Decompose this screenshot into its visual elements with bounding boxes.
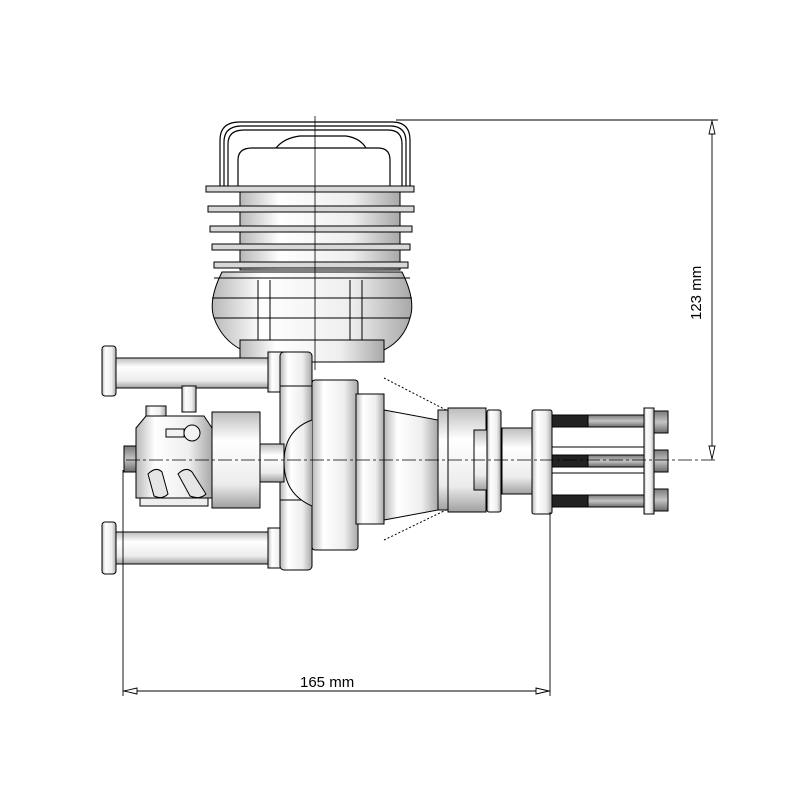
arrow-right-icon [535, 687, 550, 695]
lower-exhaust-pipe [101, 521, 285, 575]
prop-bolts [551, 407, 669, 515]
cylinder-body [211, 271, 413, 363]
cylinder-head-cover [219, 121, 411, 188]
height-dimension [396, 119, 718, 460]
length-dimension [122, 470, 551, 696]
prop-hub [473, 409, 553, 515]
arrow-up-icon [708, 120, 716, 135]
arrow-down-icon [708, 445, 716, 460]
height-dimension-label: 123 mm [688, 265, 705, 320]
length-dimension-label: 165 mm [300, 674, 355, 691]
crankcase [283, 377, 487, 551]
upper-exhaust-pipe [101, 345, 285, 397]
cooling-fins [205, 185, 415, 271]
arrow-left-icon [123, 687, 138, 695]
carburetor [123, 385, 285, 509]
center-lines [126, 116, 718, 461]
